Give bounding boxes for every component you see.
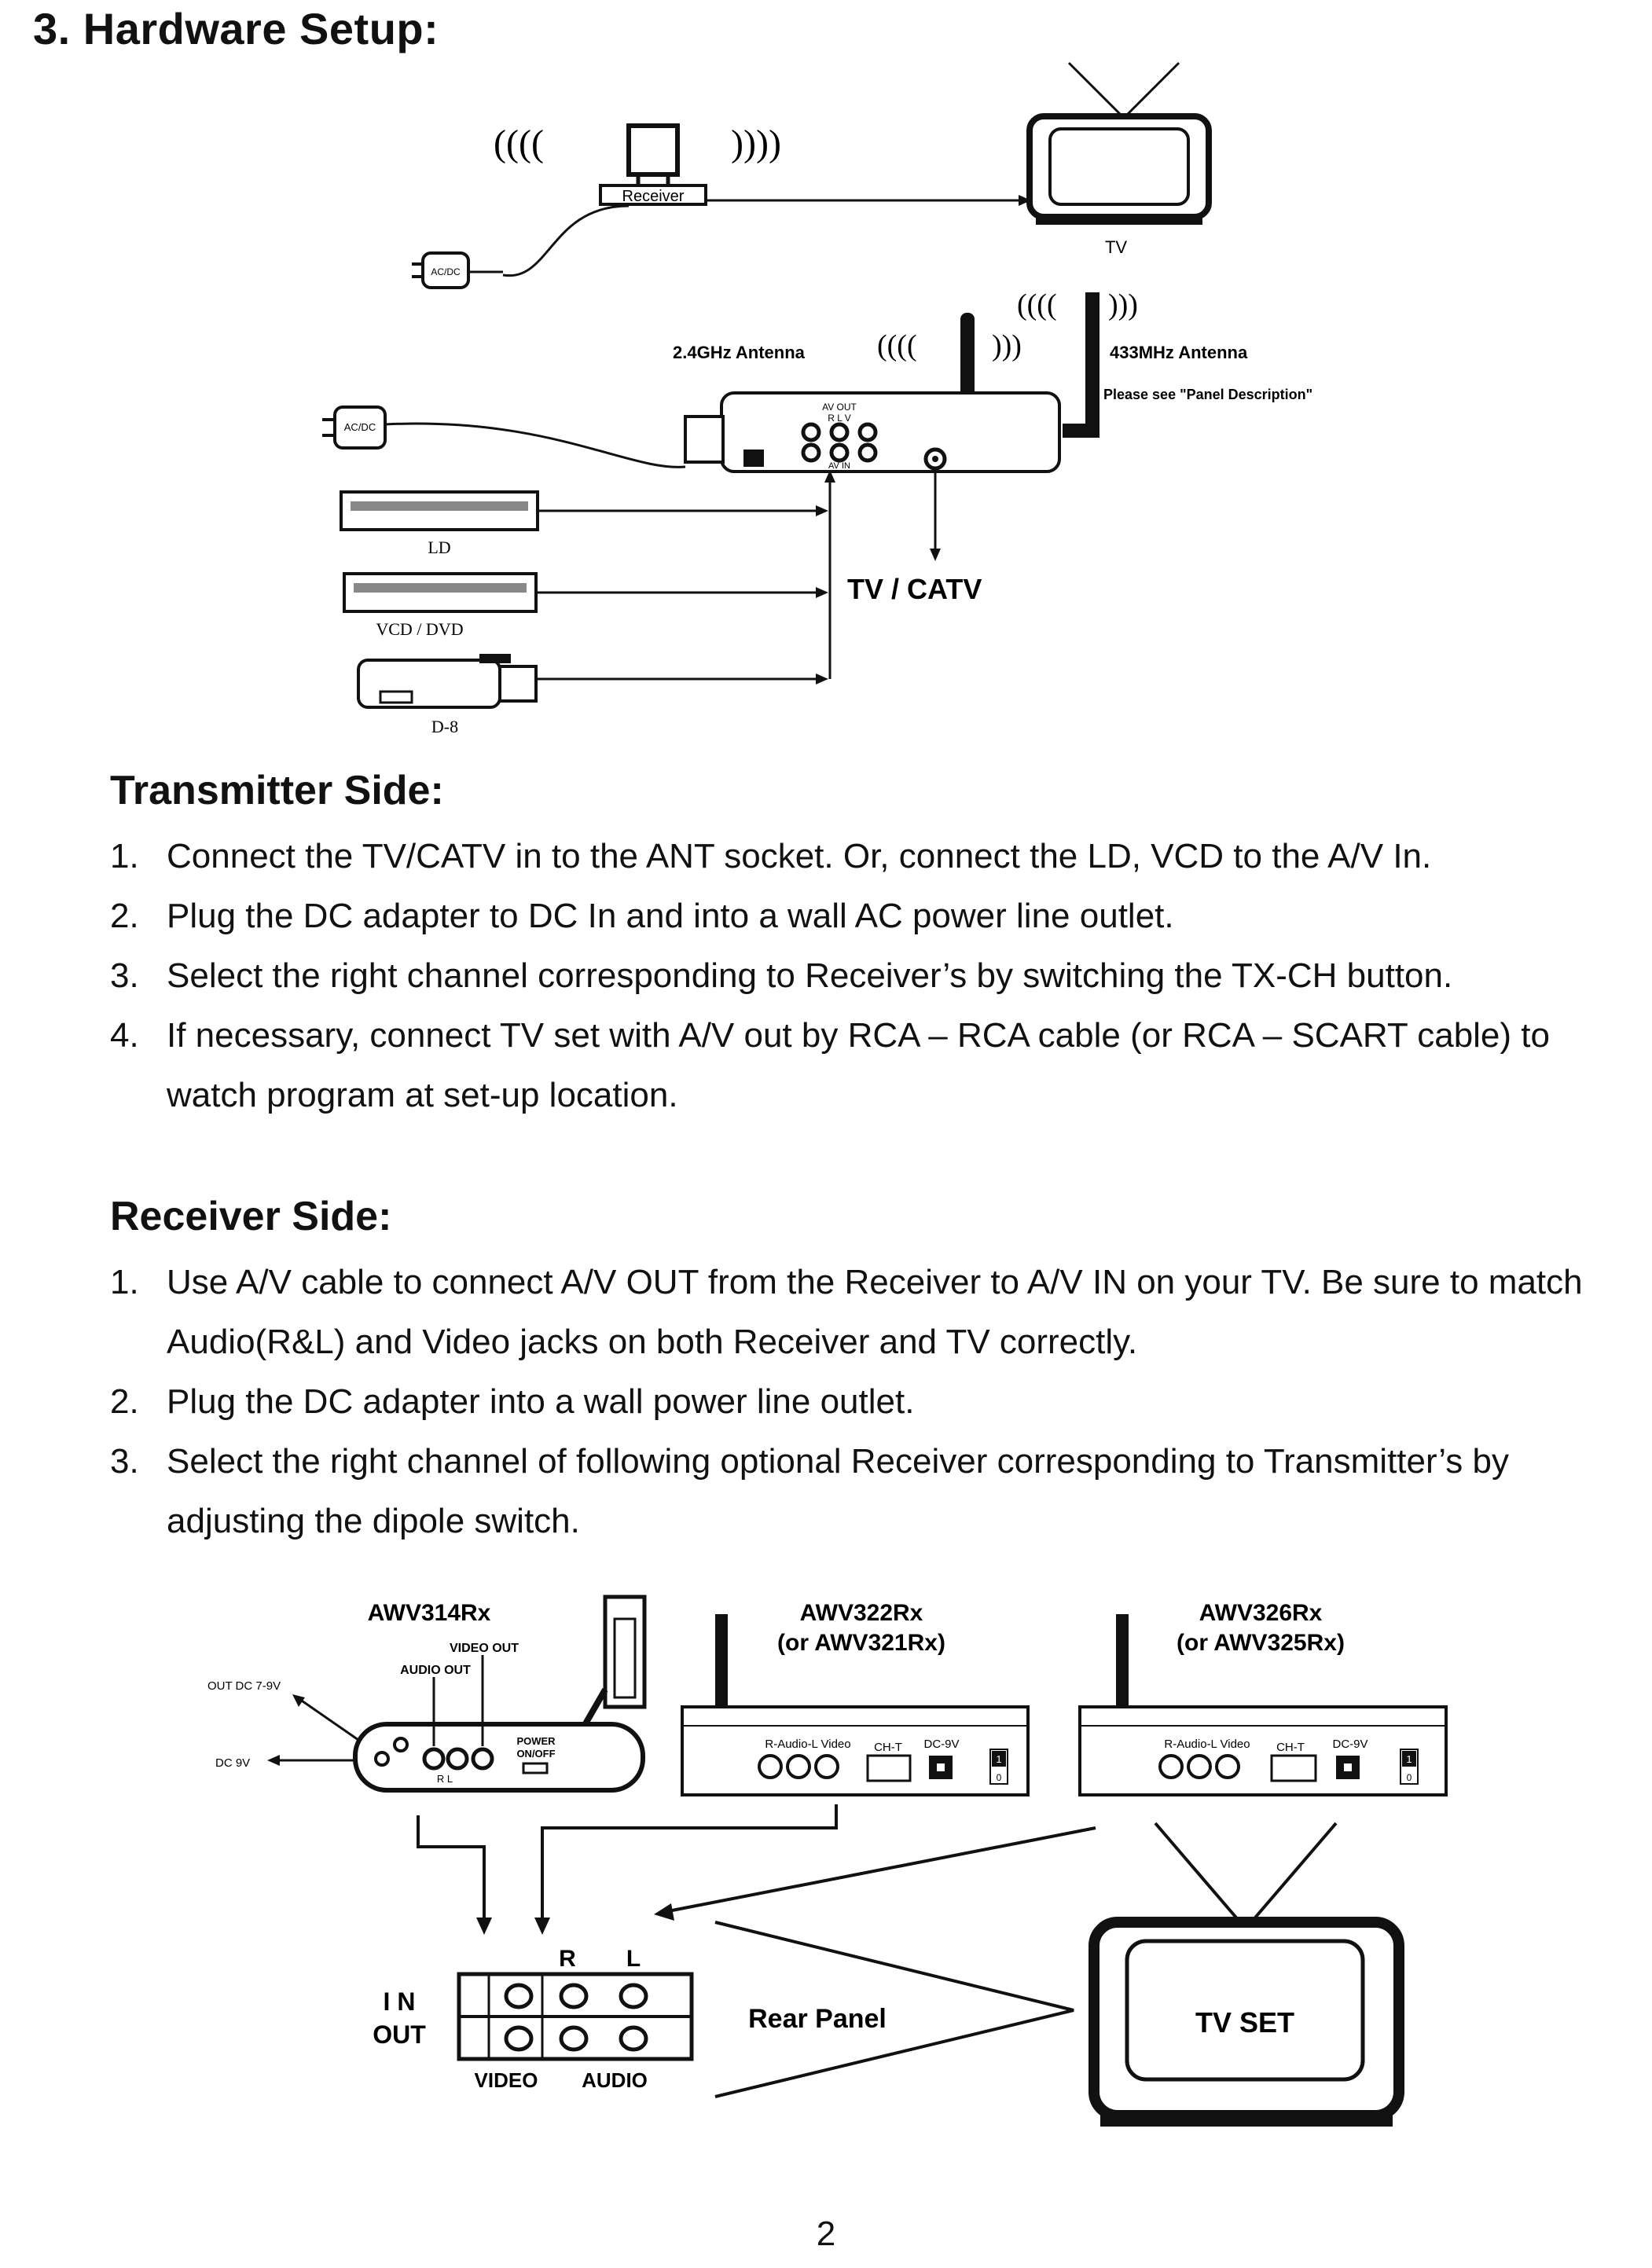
svg-text:))): ))) — [992, 329, 1022, 362]
list-item: 3.Select the right channel of following … — [110, 1442, 1509, 1540]
tv-device: TV — [1026, 61, 1212, 257]
rear-panel-label: Rear Panel — [748, 2004, 887, 2034]
svg-text:R-Audio-L Video: R-Audio-L Video — [1164, 1738, 1250, 1751]
svg-text:AV IN: AV IN — [828, 461, 850, 471]
svg-text:AC/DC: AC/DC — [344, 421, 376, 433]
svg-text:AUDIO: AUDIO — [582, 2068, 648, 2092]
antenna-24ghz-label: 2.4GHz Antenna — [673, 343, 806, 362]
transmitter-setup-diagram: Receiver (((( )))) AC/DC TV (((( ))) (((… — [322, 61, 1312, 736]
svg-text:DC-9V: DC-9V — [1332, 1738, 1367, 1751]
list-item: 2.Plug the DC adapter to DC In and into … — [110, 897, 1174, 935]
list-item: 4.If necessary, connect TV set with A/V … — [110, 1016, 1550, 1114]
svg-text:(or AWV325Rx): (or AWV325Rx) — [1177, 1630, 1345, 1656]
awv314rx-label: AWV314Rx — [368, 1600, 491, 1626]
ld-player: LD — [340, 490, 539, 557]
svg-text:(or AWV321Rx): (or AWV321Rx) — [777, 1630, 945, 1656]
svg-text:0: 0 — [1407, 1772, 1412, 1783]
svg-text:L: L — [626, 1946, 641, 1972]
signal-waves-right: )))) — [731, 123, 781, 164]
svg-text:DC-9V: DC-9V — [923, 1738, 959, 1751]
svg-text:VIDEO OUT: VIDEO OUT — [450, 1642, 519, 1655]
vcd-dvd-player: VCD / DVD — [343, 572, 538, 639]
svg-text:LD: LD — [428, 538, 450, 557]
panel-description-note: Please see "Panel Description" — [1103, 387, 1312, 402]
list-item: 1.Use A/V cable to connect A/V OUT from … — [110, 1263, 1583, 1361]
svg-text:DC 9V: DC 9V — [215, 1756, 250, 1770]
svg-text:AUDIO OUT: AUDIO OUT — [400, 1664, 471, 1677]
svg-text:((((: (((( — [1017, 288, 1057, 321]
svg-text:R: R — [559, 1946, 576, 1972]
svg-text:((((: (((( — [877, 329, 917, 362]
svg-text:R-Audio-L Video: R-Audio-L Video — [765, 1738, 850, 1751]
signal-waves-left: (((( — [494, 123, 544, 164]
awv314rx-device: R L POWER ON/OFF — [353, 1595, 647, 1793]
svg-text:CH-T: CH-T — [1276, 1741, 1305, 1754]
svg-text:VIDEO: VIDEO — [475, 2068, 538, 2092]
list-item: 2.Plug the DC adapter into a wall power … — [110, 1382, 915, 1421]
acdc-adapter-top: AC/DC — [412, 251, 470, 289]
transmitter-side-title: Transmitter Side: — [110, 768, 444, 813]
list-item: 3.Select the right channel corresponding… — [110, 956, 1453, 995]
awv326rx-label: AWV326Rx — [1199, 1600, 1323, 1626]
svg-text:1: 1 — [996, 1753, 1001, 1765]
section-title: 3. Hardware Setup: — [33, 4, 439, 53]
svg-text:))): ))) — [1108, 288, 1138, 321]
list-item: 1.Connect the TV/CATV in to the ANT sock… — [110, 837, 1432, 875]
transmitter-device: AV OUT R L V AV IN — [684, 292, 1099, 473]
antenna-433mhz-label: 433MHz Antenna — [1110, 343, 1248, 362]
svg-text:OUT: OUT — [373, 2020, 426, 2049]
tv-rear-panel: R L I N OUT VIDEO AUDIO — [373, 1946, 694, 2092]
tv-set: TV SET — [1088, 1822, 1404, 2127]
page-number: 2 — [816, 2215, 836, 2253]
awv326rx-panel: R-Audio-L Video CH-T DC-9V 1 0 — [1078, 1614, 1448, 1796]
svg-text:OUT DC 7-9V: OUT DC 7-9V — [207, 1679, 281, 1693]
awv322rx-label: AWV322Rx — [800, 1600, 923, 1626]
svg-text:R L: R L — [437, 1773, 453, 1785]
receiver-setup-diagram: AWV314Rx VIDEO OUT AUDIO OUT OUT DC 7-9V… — [207, 1595, 1448, 2127]
awv322rx-panel: R-Audio-L Video CH-T DC-9V 1 0 — [681, 1614, 1030, 1796]
receiver-label: Receiver — [622, 188, 685, 205]
svg-text:I N: I N — [384, 1987, 416, 2016]
receiver-device: Receiver — [599, 123, 707, 206]
svg-text:CH-T: CH-T — [874, 1741, 902, 1754]
svg-text:POWER: POWER — [516, 1735, 556, 1747]
receiver-steps: 1.Use A/V cable to connect A/V OUT from … — [110, 1253, 1643, 1551]
tv-set-label: TV SET — [1195, 2006, 1294, 2039]
svg-text:0: 0 — [997, 1772, 1002, 1783]
svg-text:D-8: D-8 — [431, 717, 458, 736]
receiver-side-title: Receiver Side: — [110, 1194, 392, 1239]
svg-text:AC/DC: AC/DC — [431, 266, 461, 277]
svg-text:AV OUT: AV OUT — [822, 402, 857, 413]
svg-text:R L V: R L V — [828, 413, 851, 424]
svg-text:1: 1 — [1406, 1753, 1412, 1765]
tv-catv-label: TV / CATV — [847, 573, 982, 605]
tv-label: TV — [1105, 237, 1127, 257]
svg-text:VCD / DVD: VCD / DVD — [376, 619, 463, 639]
svg-text:ON/OFF: ON/OFF — [516, 1748, 555, 1760]
acdc-adapter-mid: AC/DC — [322, 406, 387, 450]
camcorder: D-8 — [357, 654, 538, 736]
transmitter-steps: 1.Connect the TV/CATV in to the ANT sock… — [110, 827, 1643, 1125]
